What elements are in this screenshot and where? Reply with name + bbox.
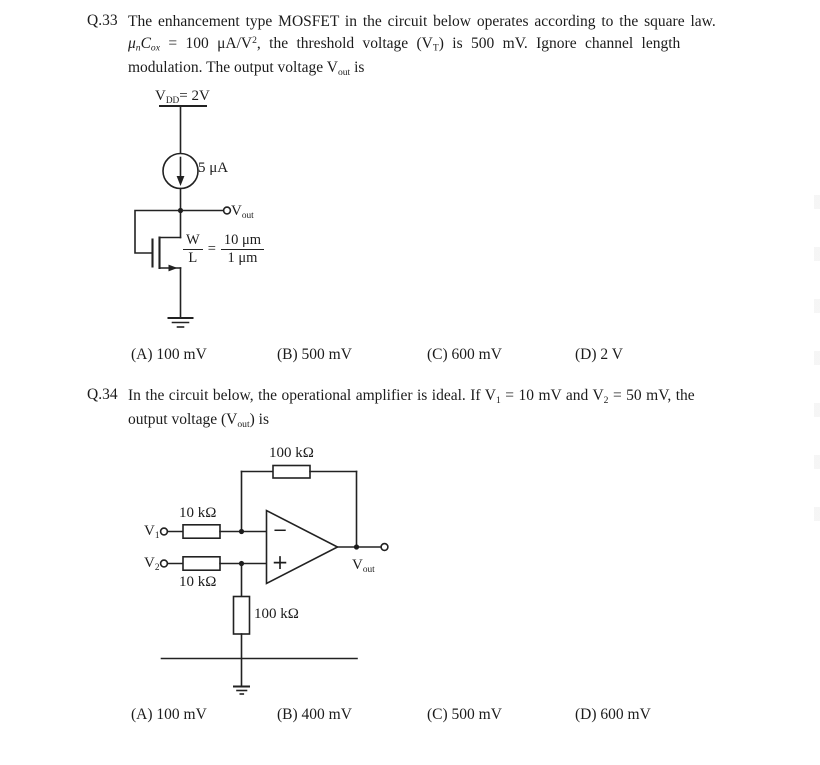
q33-option-b: (B) 500 mV — [277, 346, 352, 363]
ground-resistor-label: 100 kΩ — [254, 606, 299, 622]
output-node — [353, 544, 360, 550]
mu-symbol: μ — [128, 35, 136, 53]
v1-terminal — [159, 527, 169, 536]
opamp-minus-sign: − — [272, 520, 288, 541]
vdd-label: VDD= 2V — [155, 88, 210, 106]
q34-text-line2: output voltage (Vout) is — [128, 411, 269, 431]
ground-symbol — [167, 316, 194, 328]
feedback-resistor — [272, 464, 311, 479]
feedback-resistor-label: 100 kΩ — [269, 445, 314, 461]
v2-label: V2 — [144, 555, 160, 573]
current-source-symbol — [162, 152, 199, 190]
ground-resistor — [232, 595, 251, 635]
q33-text-line2: μnCox = 100 μA/V2, the threshold voltage… — [128, 35, 681, 55]
q34-text: In the circuit below, the operational am… — [128, 386, 695, 435]
q34-option-a: (A) 100 mV — [131, 706, 207, 723]
current-source-label: 5 μA — [198, 160, 229, 176]
q33-option-d: (D) 2 V — [575, 346, 623, 363]
q33-vout-label: Vout — [231, 203, 254, 221]
q33-vout-terminal — [222, 206, 232, 215]
q33-option-a: (A) 100 mV — [131, 346, 207, 363]
v2-resistor-label: 10 kΩ — [179, 574, 217, 590]
q34-number: Q.34 — [87, 386, 118, 403]
q33-text-line3: modulation. The output voltage Vout is — [128, 59, 365, 79]
q34-vout-label: Vout — [352, 557, 375, 575]
q34-option-d: (D) 600 mV — [575, 706, 651, 723]
q34-option-b: (B) 400 mV — [277, 706, 352, 723]
equals-sign: = — [207, 241, 216, 257]
v2-terminal — [159, 559, 169, 568]
gate-feedback-wire — [134, 209, 182, 254]
v1-label: V1 — [144, 523, 160, 541]
q33-option-c: (C) 600 mV — [427, 346, 502, 363]
q33-number: Q.33 — [87, 12, 118, 29]
nmos-transistor — [151, 236, 182, 272]
scan-artifact-right-edge — [814, 195, 820, 525]
opamp-triangle — [265, 509, 340, 585]
q33-circuit-diagram — [134, 104, 232, 328]
q34-text-line1: In the circuit below, the operational am… — [128, 387, 695, 406]
q34-vout-terminal — [380, 542, 389, 552]
q33-text: The enhancement type MOSFET in the circu… — [128, 12, 716, 83]
v1-resistor-label: 10 kΩ — [179, 505, 217, 521]
v1-resistor — [182, 523, 221, 539]
v2-resistor — [182, 555, 221, 571]
inverting-node — [238, 528, 245, 535]
q34-ground-symbol — [233, 685, 250, 695]
q34-circuit-diagram — [159, 464, 389, 695]
q33-text-line1: The enhancement type MOSFET in the circu… — [128, 13, 716, 30]
q34-option-c: (C) 500 mV — [427, 706, 502, 723]
opamp-plus-sign: + — [271, 550, 289, 574]
